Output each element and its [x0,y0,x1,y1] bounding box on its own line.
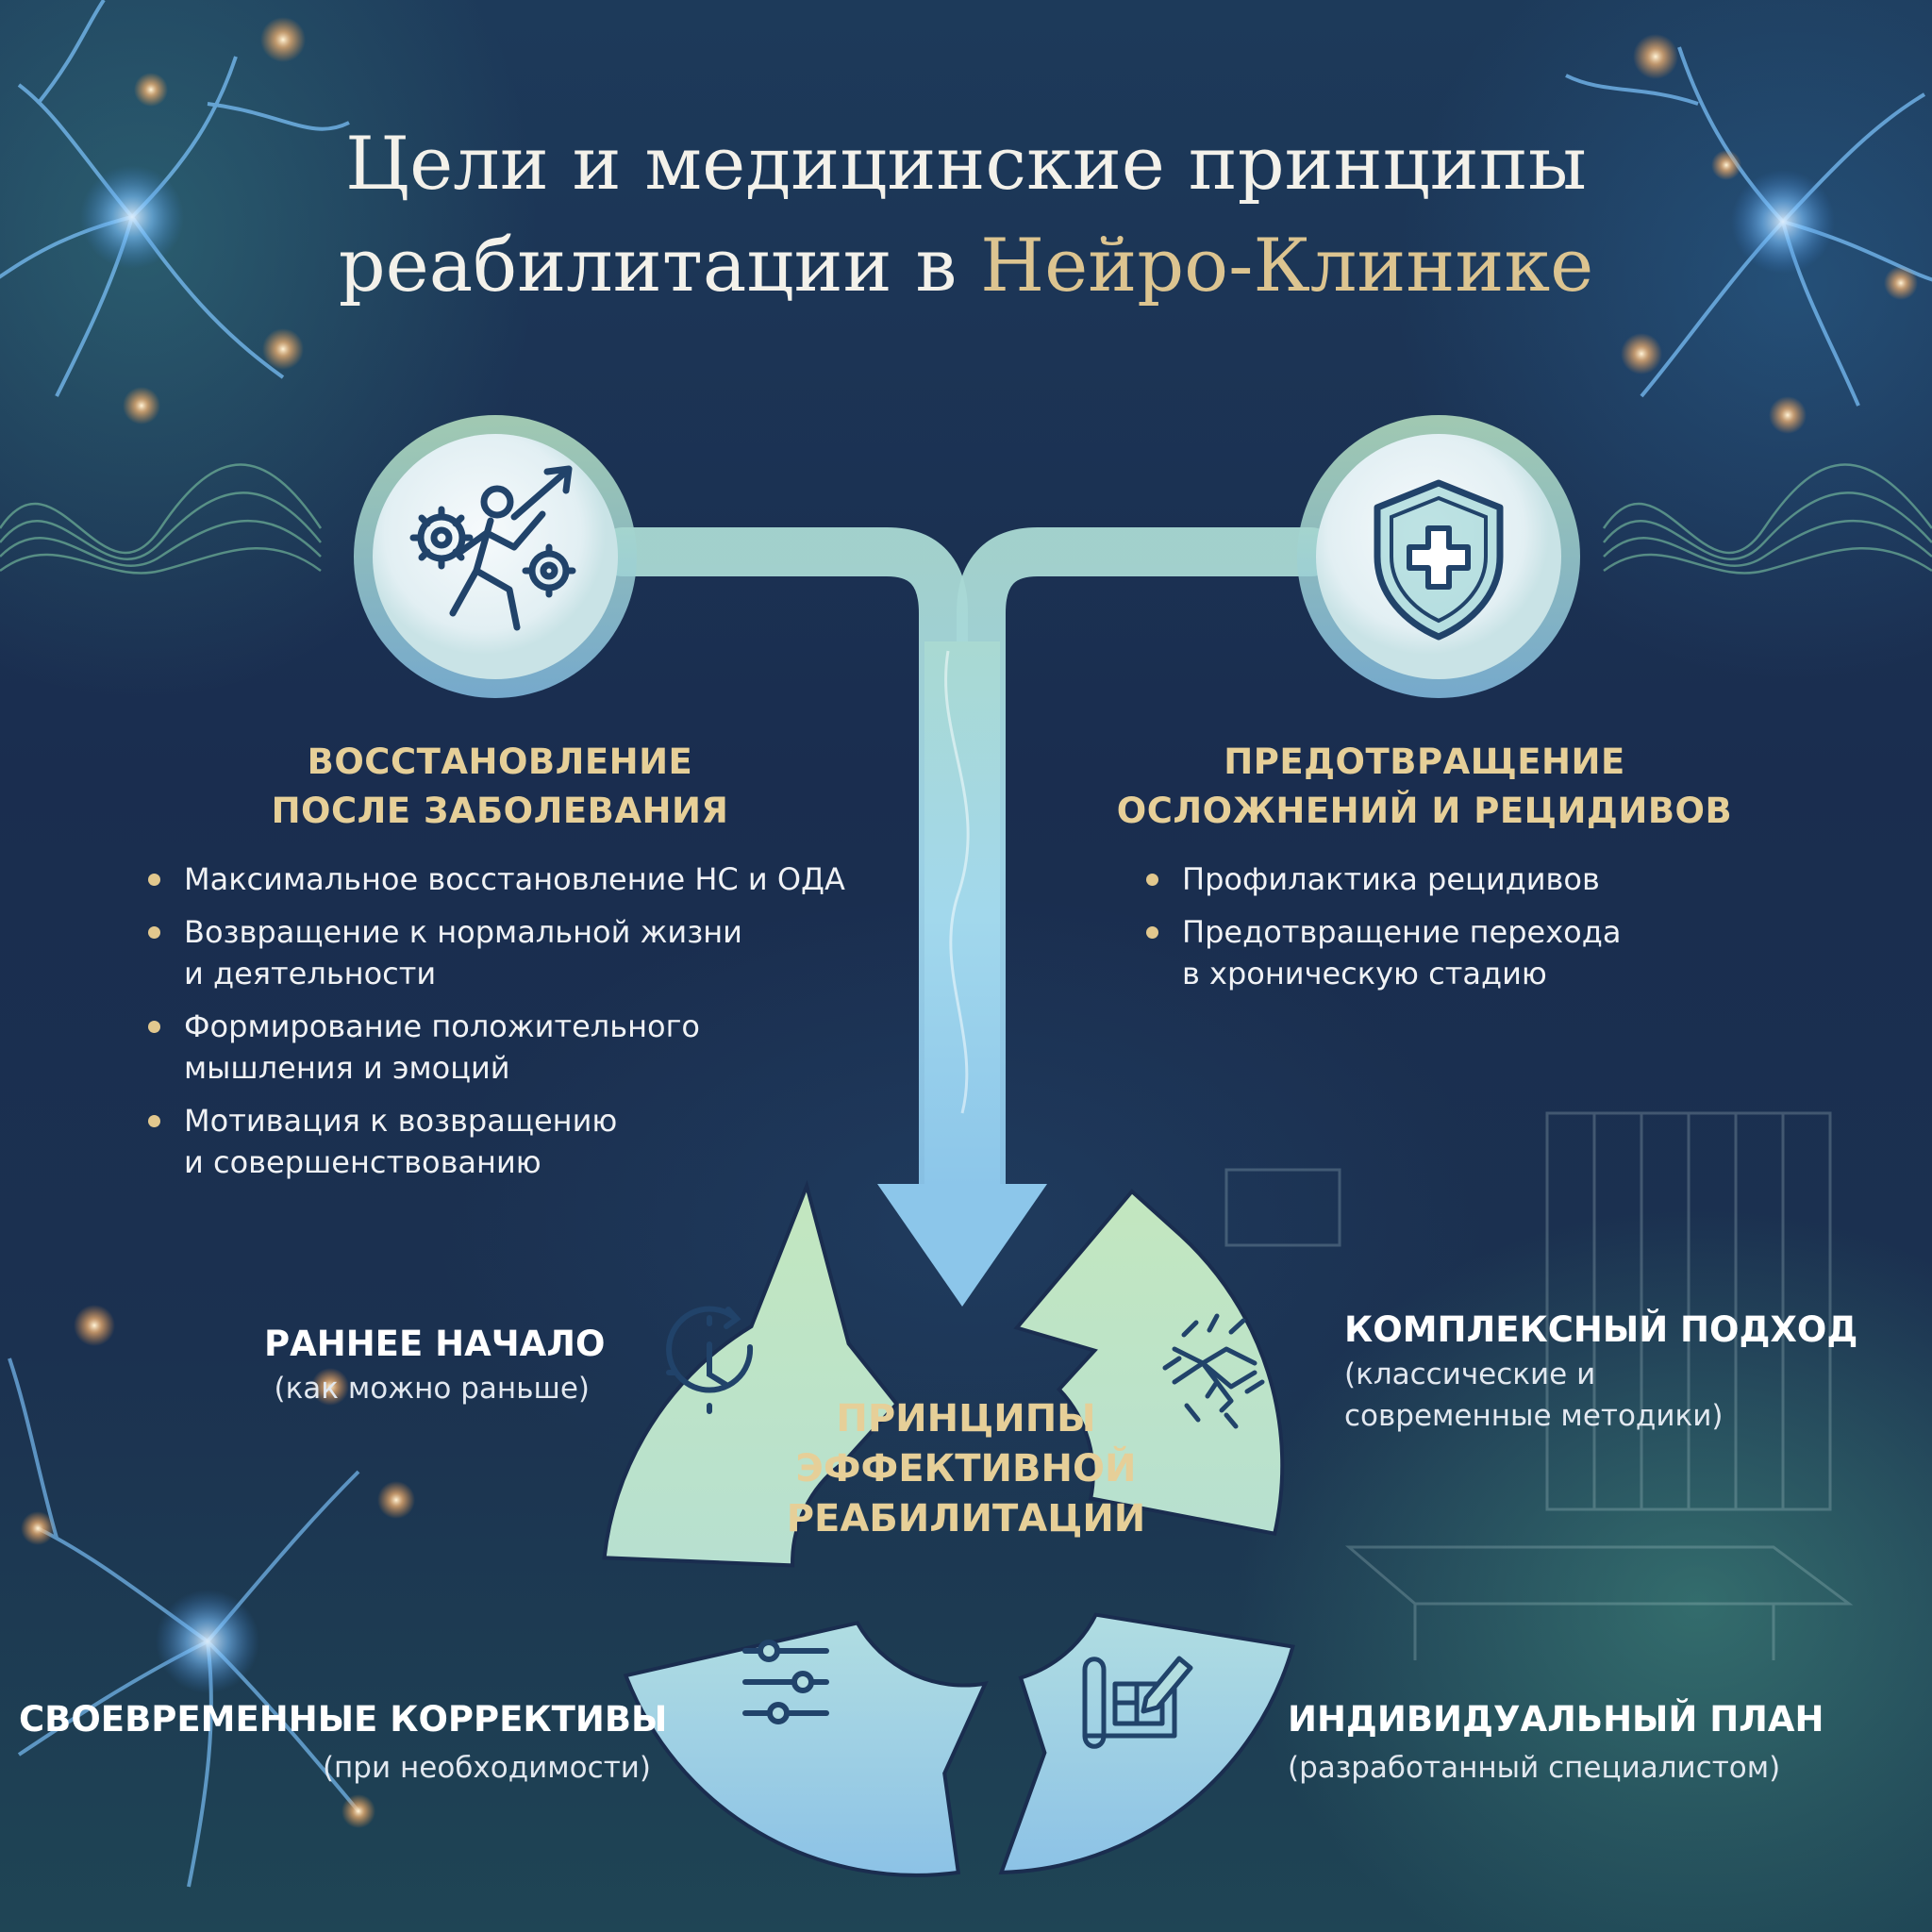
principle-early-start-title: РАННЕЕ НАЧАЛО [264,1324,606,1364]
title-line-2: реабилитации в Нейро-Клинике [0,215,1932,317]
hospital-room-backdrop [1224,1111,1854,1660]
list-item-text: и деятельности [184,956,437,991]
list-item-text: Максимальное восстановление НС и ОДА [184,861,845,897]
segment-timely-corrections [623,1621,989,1877]
center-title-line-3: РЕАБИЛИТАЦИИ [786,1497,1146,1541]
list-item-text: и совершенствованию [184,1144,541,1180]
list-item-text: в хроническую стадию [1182,956,1547,991]
list-item-text: Мотивация к возвращению [184,1103,618,1139]
center-title-line-1: ПРИНЦИПЫ [836,1397,1096,1441]
principle-complex-approach-title: КОМПЛЕКСНЫЙ ПОДХОД [1344,1309,1858,1350]
shield-cross-icon [1374,479,1504,641]
segment-complex-approach [1013,1189,1285,1537]
segment-individual-plan [998,1612,1295,1874]
sliders-icon [742,1640,829,1724]
principles-center-title: ПРИНЦИПЫ ЭФФЕКТИВНОЙ РЕАБИЛИТАЦИИ [755,1394,1177,1544]
principle-complex-approach-subtitle-line-2: современные методики) [1344,1399,1724,1433]
list-item-text: Возвращение к нормальной жизни [184,914,742,950]
goal-recovery-heading-line-1: ВОССТАНОВЛЕНИЕ [307,741,693,782]
list-item: Профилактика рецидивов [1144,858,1748,900]
goal-prevention-heading: ПРЕДОТВРАЩЕНИЕ ОСЛОЖНЕНИЙ И РЕЦИДИВОВ [1085,738,1764,836]
title-line-2-prefix: реабилитации в [338,224,981,308]
list-item-text: Профилактика рецидивов [1182,861,1600,897]
title-line-1: Цели и медицинские принципы [345,122,1587,207]
goal-prevention-heading-line-1: ПРЕДОТВРАЩЕНИЕ [1224,741,1625,782]
list-item-text: мышления и эмоций [184,1050,510,1086]
signal-waves-right [1602,463,1932,575]
goal-recovery-heading-line-2: ПОСЛЕ ЗАБОЛЕВАНИЯ [271,791,729,831]
principle-complex-approach-subtitle-line-1: (классические и [1344,1357,1596,1391]
goal-prevention-list: Профилактика рецидивов Предотвращение пе… [1144,858,1748,1006]
principle-individual-plan-title: ИНДИВИДУАЛЬНЫЙ ПЛАН [1288,1699,1824,1740]
list-item-text: Формирование положительного [184,1008,700,1044]
principle-individual-plan-subtitle: (разработанный специалистом) [1288,1751,1781,1785]
title-clinic-name: Нейро-Клинике [980,224,1594,308]
neuron-soma-top-left [80,165,184,269]
clock-icon [666,1306,754,1414]
list-item-text: Предотвращение перехода [1182,914,1622,950]
neuron-soma-bottom-left [156,1590,259,1693]
principle-early-start-subtitle: (как можно раньше) [274,1372,590,1406]
list-item: Предотвращение перехода в хроническую ста… [1144,911,1748,994]
list-item: Максимальное восстановление НС и ОДА [146,858,863,900]
goal-circle-recovery [354,415,637,698]
principle-timely-corrections-title: СВОЕВРЕМЕННЫЕ КОРРЕКТИВЫ [19,1699,668,1740]
list-item: Возвращение к нормальной жизни и деятельн… [146,911,863,994]
blueprint-pencil-icon [1082,1656,1193,1749]
neuron-soma-top-right [1731,170,1835,274]
goal-recovery-list: Максимальное восстановление НС и ОДА Воз… [146,858,863,1194]
signal-waves-left [0,463,323,575]
merge-arrow [598,527,1336,1307]
synapse-glows [21,17,1918,1828]
goal-recovery-heading: ВОССТАНОВЛЕНИЕ ПОСЛЕ ЗАБОЛЕВАНИЯ [217,738,783,836]
principle-complex-approach-subtitle: (классические и современные методики) [1344,1354,1873,1437]
list-item: Формирование положительного мышления и эм… [146,1006,863,1089]
page-title: Цели и медицинские принципы реабилитации… [0,113,1932,317]
list-item: Мотивация к возвращению и совершенствован… [146,1100,863,1183]
running-person-gears-icon [409,465,576,631]
handshake-icon [1162,1313,1265,1429]
goal-prevention-heading-line-2: ОСЛОЖНЕНИЙ И РЕЦИДИВОВ [1116,791,1733,831]
center-title-line-2: ЭФФЕКТИВНОЙ [795,1447,1137,1491]
principle-timely-corrections-subtitle: (при необходимости) [322,1751,651,1785]
